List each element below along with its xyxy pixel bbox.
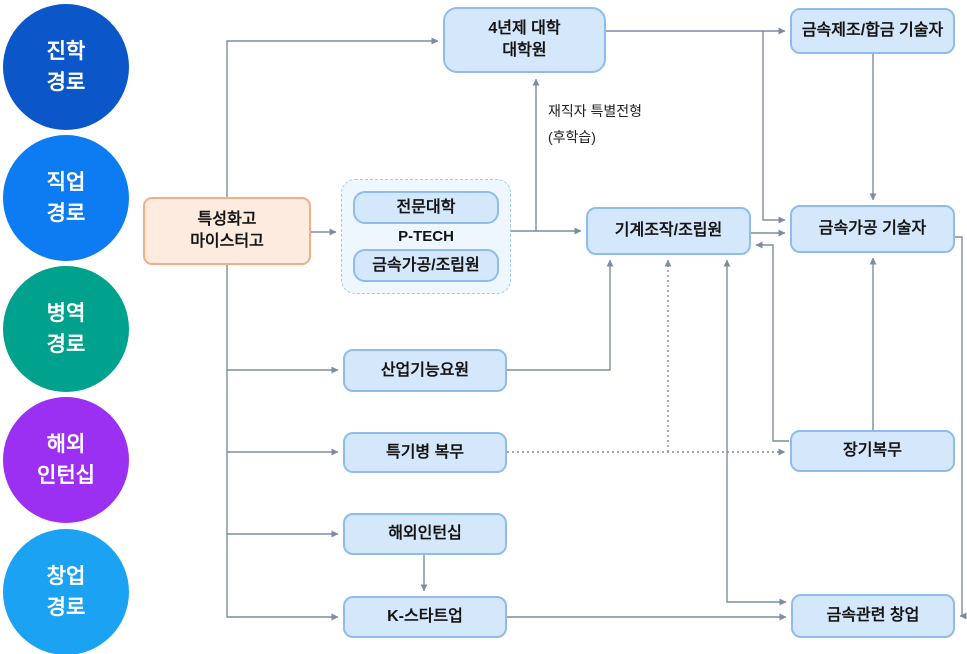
node-metal-assembler: 금속가공/조립원 [353,249,499,282]
node-ptech-group: 전문대학 P-TECH 금속가공/조립원 [341,179,511,294]
edge-trunk-to-kstartup [226,265,339,621]
legend-circle-military-path: 병역 경로 [3,266,129,392]
edge-machine-operator-and-metal-startup [723,259,787,606]
node-k-startup: K-스타트업 [343,596,507,638]
legend-label: 병역 경로 [46,301,86,357]
edge-highschool-to-university [226,37,439,197]
node-university: 4년제 대학 대학원 [443,7,606,73]
node-college: 전문대학 [353,191,499,224]
legend-circle-job-path: 직업 경로 [3,135,129,261]
edge-industrial-agent-to-machine-operator [507,259,614,371]
node-military-service: 특기병 복무 [343,432,507,473]
worker-special-admission-annotation: 재직자 특별전형 (후학습) [548,103,643,145]
legend-circle-overseas-intern: 해외 인턴십 [3,397,129,523]
edge-metal-proc-engineer-to-metal-startup [955,236,967,620]
legend-circle-advancement-path: 진학 경로 [3,4,129,130]
node-machine-operator: 기계조작/조립원 [586,207,751,255]
legend-label: 해외 인턴십 [37,432,95,488]
node-metal-proc-engineer: 금속가공 기술자 [790,205,955,253]
node-highschool: 특성화고 마이스터고 [143,197,311,265]
node-longterm-service: 장기복무 [790,430,955,472]
node-metal-startup: 금속관련 창업 [791,594,955,638]
legend-label: 진학 경로 [46,39,86,95]
node-overseas-intern: 해외인턴십 [343,513,507,555]
edge-university-branch-to-metal-proc-engineer [762,31,786,224]
legend-label: 직업 경로 [46,170,86,226]
node-metal-mfg-engineer: 금속제조/합금 기술자 [790,8,955,54]
node-industrial-agent: 산업기능요원 [343,349,507,392]
legend-label: 창업 경로 [46,564,86,620]
ptech-group-title: P-TECH [398,228,454,245]
edge-longterm-to-machine-operator [755,241,789,442]
legend-circle-startup-path: 창업 경로 [3,529,129,654]
